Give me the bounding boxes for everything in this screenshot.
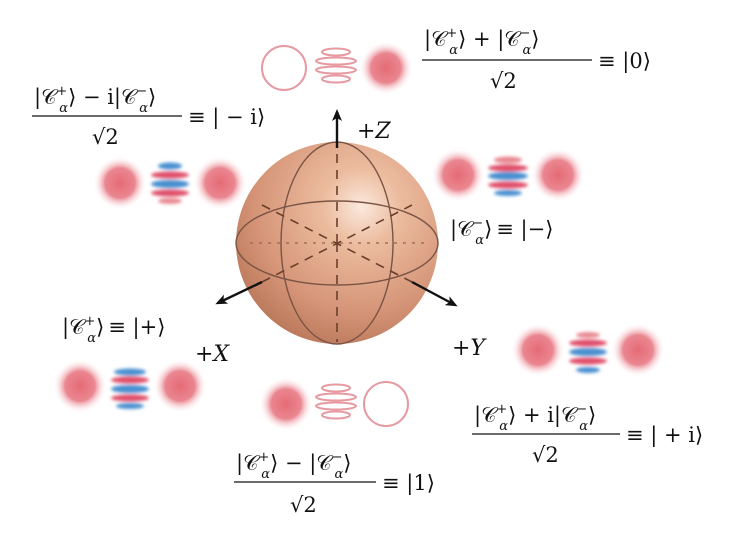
svg-text:|𝒞+α⟩ + |𝒞−α⟩: |𝒞+α⟩ + |𝒞−α⟩ — [424, 26, 540, 58]
y-axis-arrow — [411, 280, 458, 307]
sphere-dashed-axes — [250, 148, 424, 342]
wigner-minus-i — [93, 156, 247, 210]
axis-arrows — [215, 109, 458, 307]
svg-text:|𝒞+α⟩≡ |+⟩: |𝒞+α⟩≡ |+⟩ — [62, 314, 165, 346]
label-plus: |𝒞+α⟩≡ |+⟩ — [62, 314, 165, 346]
wigner-plus — [53, 359, 207, 413]
svg-text:|𝒞+α⟩ + i|𝒞−α⟩: |𝒞+α⟩ + i|𝒞−α⟩ — [474, 402, 596, 434]
wigner-one — [259, 377, 409, 431]
x-axis-label: +X — [195, 342, 230, 367]
eq-one: ≡ |1⟩ — [382, 471, 435, 496]
den-minus-i: √2 — [92, 125, 119, 149]
svg-text:|𝒞−α⟩≡ |−⟩: |𝒞−α⟩≡ |−⟩ — [450, 216, 553, 248]
svg-text:|𝒞+α⟩ − |𝒞−α⟩: |𝒞+α⟩ − |𝒞−α⟩ — [236, 450, 352, 482]
bloch-sphere — [235, 141, 439, 345]
label-one: |𝒞+α⟩ − |𝒞−α⟩ √2 ≡ |1⟩ — [234, 450, 435, 517]
label-zero: |𝒞+α⟩ + |𝒞−α⟩ √2 ≡ |0⟩ — [422, 26, 651, 93]
den-zero: √2 — [490, 69, 517, 93]
wigner-plus-i — [511, 323, 665, 377]
label-plus-i: |𝒞+α⟩ + i|𝒞−α⟩ √2 ≡ | + i⟩ — [472, 402, 703, 467]
sphere-equator — [235, 200, 439, 286]
eq-plus: ≡ |+⟩ — [108, 315, 165, 340]
svg-text:|𝒞+α⟩ − i|𝒞−α⟩: |𝒞+α⟩ − i|𝒞−α⟩ — [34, 84, 156, 116]
eq-minus: ≡ |−⟩ — [496, 217, 553, 242]
label-minus-i: |𝒞+α⟩ − i|𝒞−α⟩ √2 ≡ | − i⟩ — [32, 84, 265, 149]
wigner-minus — [431, 148, 585, 202]
eq-zero: ≡ |0⟩ — [598, 49, 651, 74]
wigner-zero — [261, 41, 413, 95]
label-minus: |𝒞−α⟩≡ |−⟩ — [450, 216, 553, 248]
eq-plus-i: ≡ | + i⟩ — [626, 423, 703, 448]
den-plus-i: √2 — [532, 443, 559, 467]
y-axis-label: +Y — [452, 336, 487, 361]
den-one: √2 — [290, 493, 317, 517]
eq-minus-i: ≡ | − i⟩ — [188, 105, 265, 130]
x-axis-arrow — [215, 280, 263, 305]
z-axis-label: +Z — [357, 119, 391, 144]
